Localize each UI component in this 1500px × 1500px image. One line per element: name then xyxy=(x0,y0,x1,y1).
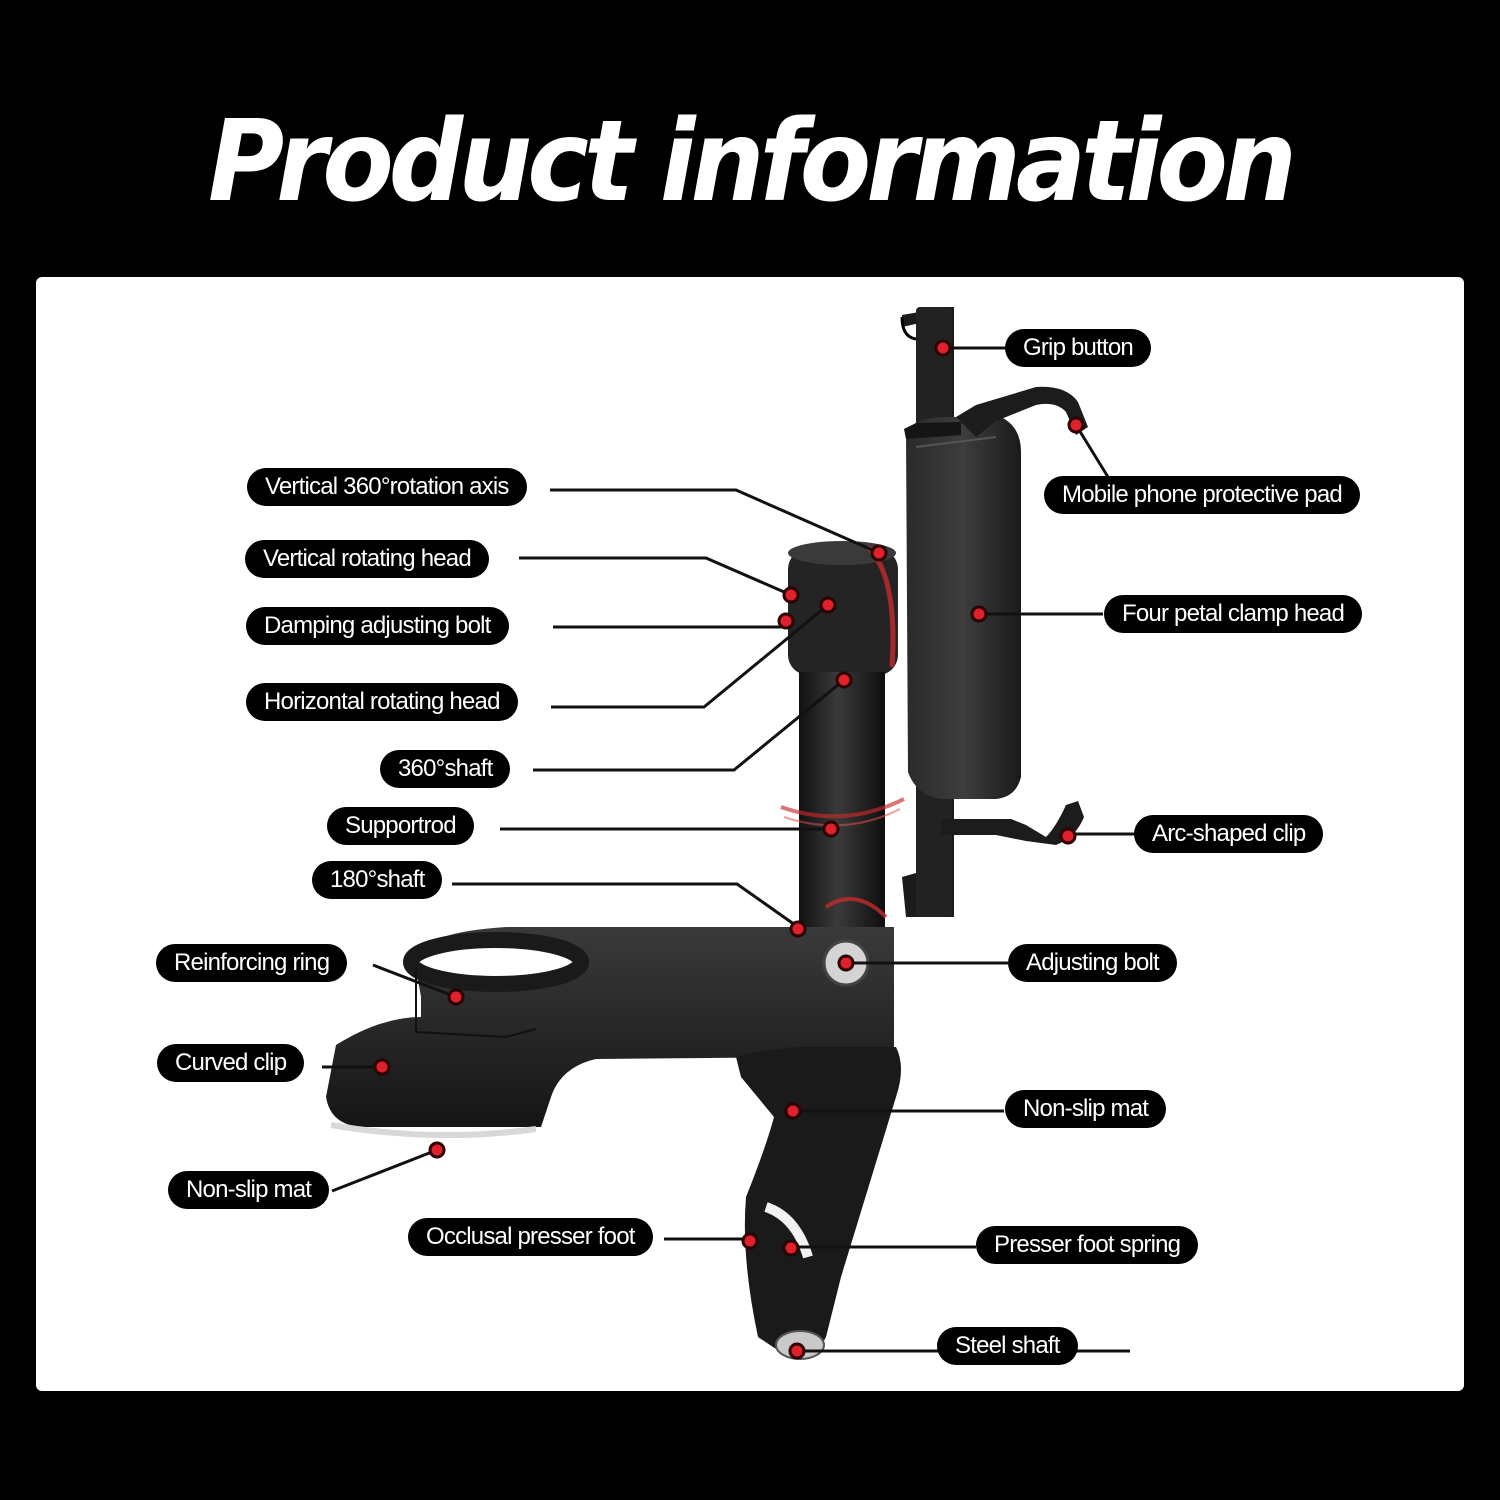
leader-mobile-phone-protective-pad xyxy=(1076,425,1108,477)
marker-presser-foot-spring xyxy=(784,1241,798,1255)
label-vertical-360-rotation-axis: Vertical 360°rotation axis xyxy=(247,468,527,506)
lower-clip-shape xyxy=(736,1047,901,1359)
marker-grip-button xyxy=(936,341,950,355)
marker-occlusal-presser-foot xyxy=(743,1234,757,1248)
label-damping-adjusting-bolt: Damping adjusting bolt xyxy=(246,607,509,645)
marker-vertical-rotating-head xyxy=(784,588,798,602)
leader-180-shaft xyxy=(452,884,798,927)
page-title: Product information xyxy=(0,95,1500,227)
clamp-head-body xyxy=(906,417,1021,799)
label-reinforcing-ring: Reinforcing ring xyxy=(156,944,347,982)
marker-vertical-360-rotation-axis xyxy=(872,546,886,560)
label-steel-shaft: Steel shaft xyxy=(937,1327,1078,1365)
label-grip-button: Grip button xyxy=(1005,329,1151,367)
support-rod-shape xyxy=(781,672,904,932)
label-360-shaft: 360°shaft xyxy=(380,750,510,788)
label-adjusting-bolt: Adjusting bolt xyxy=(1008,944,1177,982)
leader-vertical-rotating-head xyxy=(519,558,791,595)
marker-mobile-phone-protective-pad xyxy=(1069,418,1083,432)
marker-180-shaft xyxy=(791,922,805,936)
label-supportrod: Supportrod xyxy=(327,807,474,845)
marker-non-slip-mat-left xyxy=(430,1143,444,1157)
label-arc-shaped-clip: Arc-shaped clip xyxy=(1134,815,1323,853)
label-non-slip-mat-right: Non-slip mat xyxy=(1005,1090,1166,1128)
marker-arc-shaped-clip xyxy=(1061,829,1075,843)
leader-360-shaft xyxy=(533,680,844,770)
label-180-shaft: 180°shaft xyxy=(312,861,442,899)
marker-reinforcing-ring xyxy=(449,990,463,1004)
label-mobile-phone-protective-pad: Mobile phone protective pad xyxy=(1044,476,1360,514)
marker-horizontal-rotating-head xyxy=(821,598,835,612)
label-non-slip-mat-left: Non-slip mat xyxy=(168,1171,329,1209)
marker-steel-shaft xyxy=(790,1344,804,1358)
marker-non-slip-mat-right xyxy=(786,1104,800,1118)
label-vertical-rotating-head: Vertical rotating head xyxy=(245,540,489,578)
label-curved-clip: Curved clip xyxy=(157,1044,304,1082)
label-occlusal-presser-foot: Occlusal presser foot xyxy=(408,1218,653,1256)
marker-supportrod xyxy=(824,822,838,836)
label-presser-foot-spring: Presser foot spring xyxy=(976,1226,1198,1264)
leader-non-slip-mat-left xyxy=(332,1150,437,1191)
marker-damping-adjusting-bolt xyxy=(779,614,793,628)
marker-360-shaft xyxy=(837,673,851,687)
marker-adjusting-bolt xyxy=(839,956,853,970)
marker-four-petal-clamp-head xyxy=(972,607,986,621)
marker-curved-clip xyxy=(375,1060,389,1074)
label-four-petal-clamp-head: Four petal clamp head xyxy=(1104,595,1362,633)
label-horizontal-rotating-head: Horizontal rotating head xyxy=(246,683,518,721)
